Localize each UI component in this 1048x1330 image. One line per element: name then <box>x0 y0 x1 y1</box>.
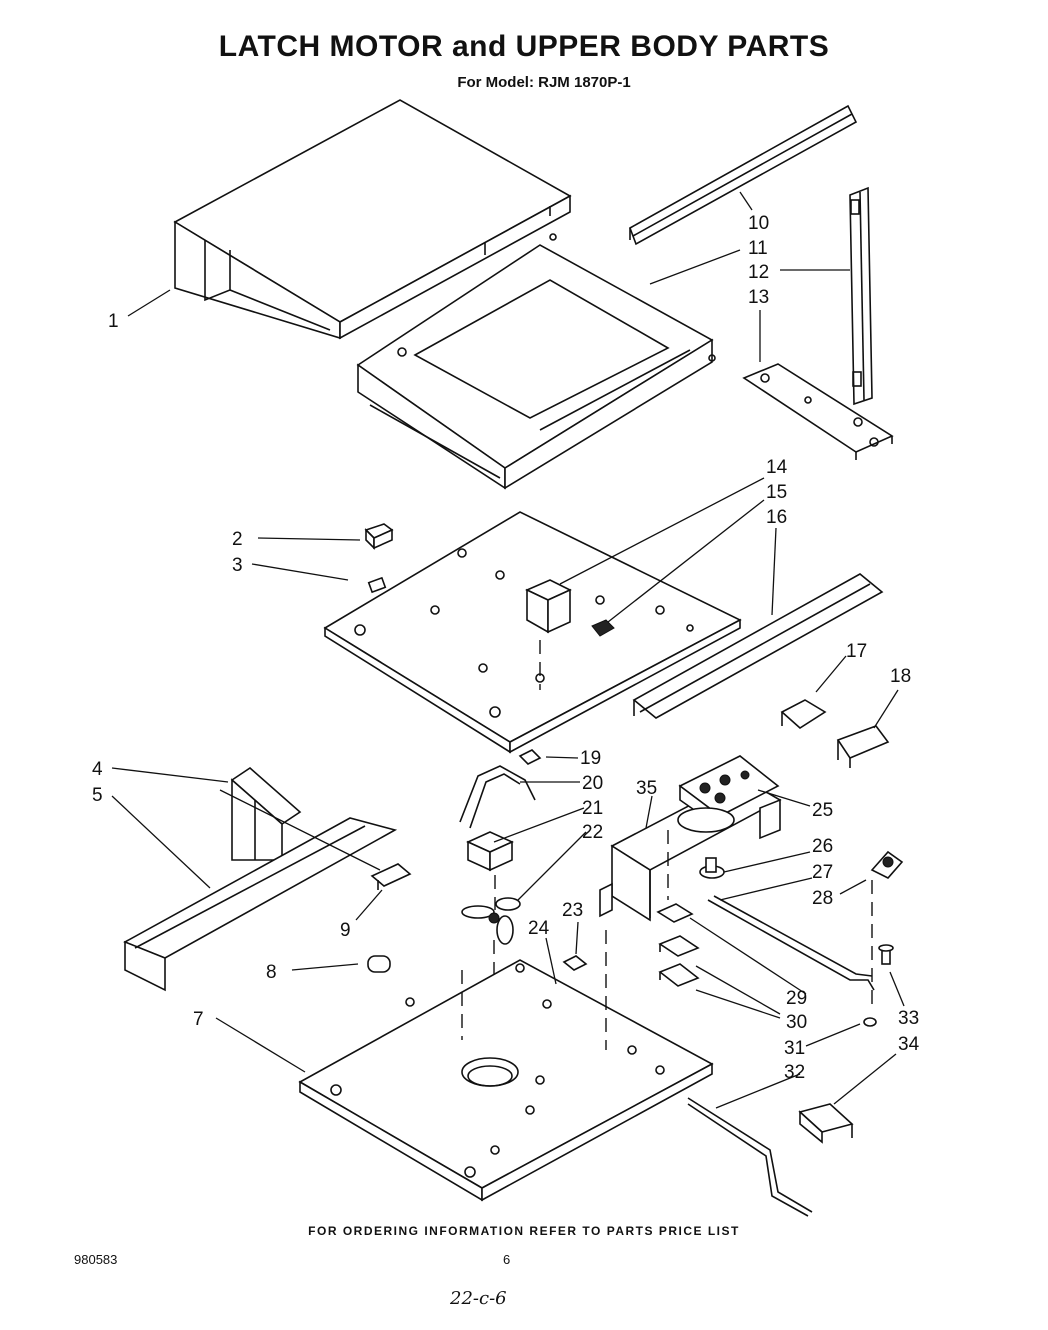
callout-5: 5 <box>92 785 103 806</box>
part-29-switch <box>656 903 694 923</box>
callout-24: 24 <box>528 918 550 939</box>
callout-1: 1 <box>108 311 119 332</box>
callout-15: 15 <box>766 482 787 503</box>
part-21-motor <box>466 831 514 910</box>
part-25-latch-motor <box>605 755 780 1050</box>
part-12-vertical-strip <box>849 186 873 406</box>
document-number: 980583 <box>74 1252 118 1267</box>
part-26-cam <box>699 857 725 879</box>
callout-31: 31 <box>784 1038 805 1059</box>
part-4-bracket <box>230 766 302 861</box>
callout-19: 19 <box>580 748 601 769</box>
part-30-switch-upper <box>658 935 700 957</box>
callout-28: 28 <box>812 888 833 909</box>
callout-30: 30 <box>786 1012 807 1033</box>
part-23-thermostat <box>562 955 588 971</box>
callout-18: 18 <box>890 666 911 687</box>
part-9-clip <box>370 863 412 890</box>
callout-3: 3 <box>232 555 243 576</box>
page-number: 6 <box>503 1252 511 1267</box>
part-5-front-rail <box>123 817 398 992</box>
part-16-long-rail <box>632 573 884 719</box>
part-30-switch-lower <box>658 963 700 987</box>
part-19-clip <box>518 749 542 765</box>
part-2-cap <box>364 523 394 550</box>
handwritten-note: 22-c-6 <box>450 1288 507 1309</box>
callout-12: 12 <box>748 262 769 283</box>
part-31-washer <box>863 1017 877 1027</box>
callout-7: 7 <box>193 1009 204 1030</box>
callout-17: 17 <box>846 641 867 662</box>
part-15-switch <box>591 619 615 637</box>
callout-13: 13 <box>748 287 769 308</box>
callout-16: 16 <box>766 507 787 528</box>
callout-14: 14 <box>766 457 788 478</box>
callout-20: 20 <box>582 773 603 794</box>
callout-32: 32 <box>784 1062 805 1083</box>
callout-4: 4 <box>92 759 103 780</box>
part-13-bracket-plate <box>742 363 894 460</box>
callout-2: 2 <box>232 529 243 550</box>
part-20-motor-bracket <box>459 765 536 829</box>
callout-11: 11 <box>748 238 768 259</box>
callout-26: 26 <box>812 836 833 857</box>
part-11-liner-box <box>356 233 716 490</box>
callout-9: 9 <box>340 920 351 941</box>
ordering-note: FOR ORDERING INFORMATION REFER TO PARTS … <box>308 1224 740 1238</box>
part-33-screw <box>878 944 894 965</box>
part-7-bottom-plate <box>298 959 714 1202</box>
part-32-latch-arm <box>687 1097 813 1217</box>
callout-34: 34 <box>898 1034 920 1055</box>
page-title: LATCH MOTOR and UPPER BODY PARTS <box>218 30 830 63</box>
callout-29: 29 <box>786 988 807 1009</box>
part-27-latch-rod <box>707 895 875 991</box>
callout-labels: 1 2 3 4 5 7 8 9 10 11 12 13 14 15 16 17 … <box>92 213 920 1083</box>
part-17-clip <box>780 699 827 730</box>
model-subtitle: For Model: RJM 1870P-1 <box>457 74 631 91</box>
part-34-bracket <box>798 1103 854 1144</box>
callout-25: 25 <box>812 800 833 821</box>
part-1-top-cover <box>173 99 572 340</box>
part-14-relay <box>525 579 572 690</box>
part-18-cover <box>836 725 890 768</box>
callout-33: 33 <box>898 1008 919 1029</box>
part-10-rail <box>629 104 858 246</box>
callout-23: 23 <box>562 900 583 921</box>
callout-27: 27 <box>812 862 833 883</box>
part-3-upper-plate <box>323 511 742 754</box>
part-28-lever <box>870 850 904 1010</box>
callout-21: 21 <box>582 798 603 819</box>
callout-8: 8 <box>266 962 277 983</box>
callout-10: 10 <box>748 213 769 234</box>
leader-lines <box>111 191 905 1109</box>
part-8-grommet <box>367 955 391 973</box>
callout-35: 35 <box>636 778 657 799</box>
callout-22: 22 <box>582 822 603 843</box>
